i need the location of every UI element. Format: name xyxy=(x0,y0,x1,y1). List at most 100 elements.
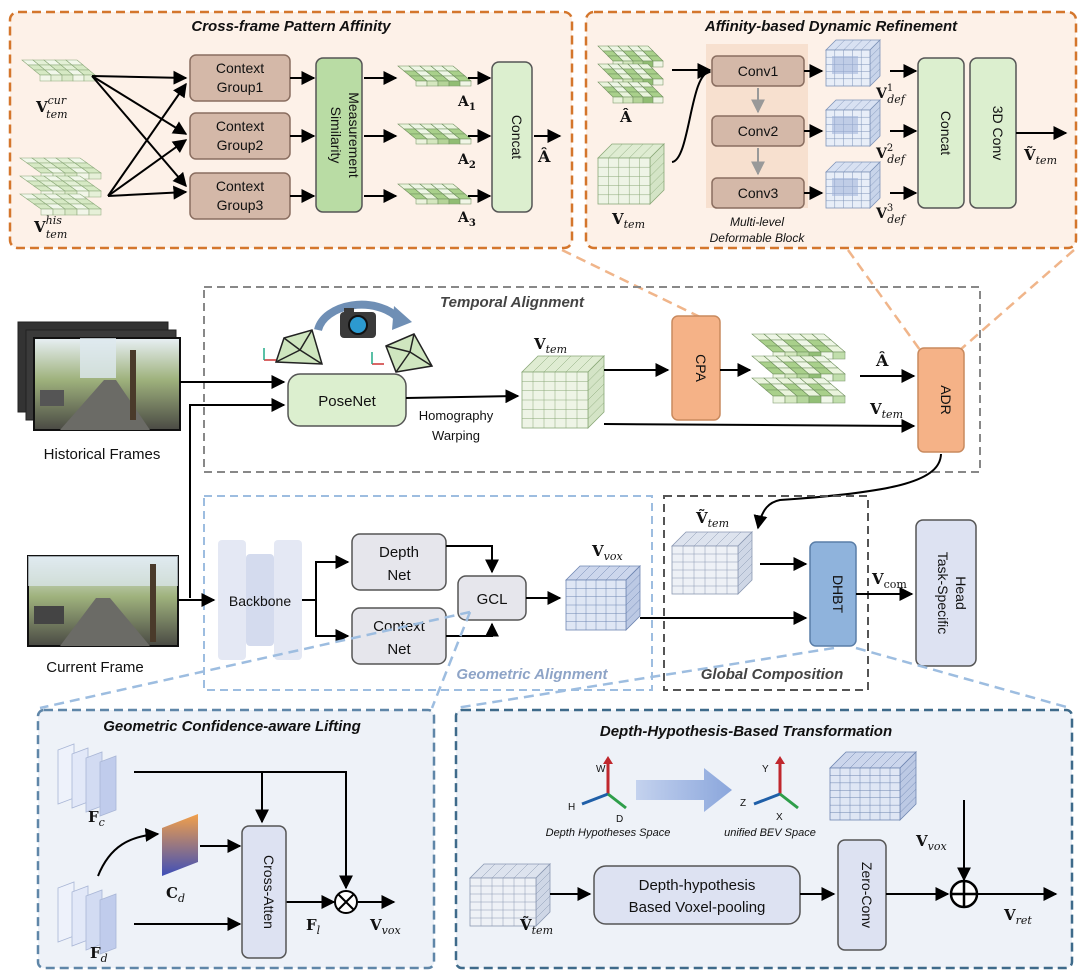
svg-text:DHBT: DHBT xyxy=(830,575,846,614)
homography-line1: Homography xyxy=(419,408,494,423)
axis-h-label: H xyxy=(568,802,575,813)
block-label-line1: Multi-level xyxy=(730,215,784,229)
historical-frames-images xyxy=(17,321,181,431)
v-cur-grid xyxy=(21,59,96,82)
ga-v-vox-cube xyxy=(565,565,641,631)
transform-arrow-icon xyxy=(636,768,732,812)
dhbt-v-tilde-label: Ṽtem xyxy=(519,915,553,937)
adr-concat-box: Concat xyxy=(917,57,965,209)
svg-text:Measurement: Measurement xyxy=(346,92,362,178)
temporal-alignment-title: Temporal Alignment xyxy=(440,294,585,311)
blue-zoom-lines xyxy=(39,610,1071,710)
rotation-arrow-head-icon xyxy=(392,306,412,330)
camera-frustum-icons xyxy=(263,329,434,373)
global-composition-title: Global Composition xyxy=(701,666,844,683)
geometric-alignment-section: Geometric Alignment Current Frame Backbo… xyxy=(27,495,653,691)
add-icon xyxy=(949,879,979,909)
svg-text:ADR: ADR xyxy=(938,385,954,415)
conv3d-box: 3D Conv xyxy=(969,57,1017,209)
affinity-to-concat-arrows xyxy=(468,71,492,203)
svg-text:Group1: Group1 xyxy=(217,79,264,95)
svg-text:Backbone: Backbone xyxy=(229,593,291,609)
gc-v-tilde-label: Ṽtem xyxy=(695,508,729,530)
adr-panel: Affinity-based Dynamic Refinement Â Vtem… xyxy=(584,10,1078,250)
geometric-alignment-title: Geometric Alignment xyxy=(456,666,608,683)
adr-box: ADR xyxy=(917,347,965,453)
context-group-3: Context Group3 xyxy=(189,172,291,220)
svg-text:Net: Net xyxy=(387,641,411,658)
posenet-box: PoseNet xyxy=(287,373,407,427)
context-net-box: Context Net xyxy=(351,607,447,665)
vtem-to-adr-arrow xyxy=(603,418,916,433)
svg-text:Similarity: Similarity xyxy=(328,107,344,164)
svg-text:Context: Context xyxy=(216,60,264,76)
dhbt-v-vox-label: Vvox xyxy=(915,832,947,853)
global-composition-section: Global Composition Ṽtem DHBT xyxy=(640,495,869,691)
axis-y-label: Y xyxy=(762,764,769,775)
svg-text:Based Voxel-pooling: Based Voxel-pooling xyxy=(629,899,766,916)
posenet-to-vtem-arrow xyxy=(405,389,520,404)
svg-text:Context: Context xyxy=(216,118,264,134)
dhbt-v-vox-cube xyxy=(829,751,917,821)
similarity-measurement-box: Similarity Measurement xyxy=(315,57,363,213)
ta-v-tem-cube xyxy=(521,355,605,429)
svg-text:Head: Head xyxy=(953,576,969,609)
adr-a-hat-label: Â xyxy=(619,108,632,126)
gcl-internal-arrows xyxy=(97,771,396,931)
svg-text:Concat: Concat xyxy=(509,115,525,159)
f-c-feature-stack xyxy=(57,743,117,817)
svg-text:3D Conv: 3D Conv xyxy=(990,106,1006,160)
bev-space-label: unified BEV Space xyxy=(724,827,816,839)
task-specific-head-box: Task-Specific Head xyxy=(915,519,977,667)
cpa-a-hat-label: Â xyxy=(537,146,551,166)
svg-text:Concat: Concat xyxy=(938,111,954,155)
adr-v-tilde-label: Ṽtem xyxy=(1023,145,1057,167)
current-frame-label: Current Frame xyxy=(46,659,144,676)
svg-text:CPA: CPA xyxy=(693,354,709,382)
conv1-box: Conv1 xyxy=(711,55,805,87)
frames-to-posenet-arrows xyxy=(180,375,286,598)
ta-v-tem-label: Vtem xyxy=(533,335,567,356)
svg-text:GCL: GCL xyxy=(477,591,508,608)
gc-v-tilde-cube xyxy=(671,531,753,595)
cpa-cross-arrows xyxy=(91,70,188,200)
svg-text:Group2: Group2 xyxy=(217,137,264,153)
f-l-label: Fl xyxy=(306,916,321,937)
axis-d-label: D xyxy=(616,814,623,825)
dhbt-box: DHBT xyxy=(809,541,857,647)
axis-w-label: W xyxy=(596,764,606,775)
v-def-cubes xyxy=(825,39,881,209)
block-label-line2: Deformable Block xyxy=(710,231,806,245)
camera-icon xyxy=(340,308,376,338)
voxel-pooling-box: Depth-hypothesis Based Voxel-pooling xyxy=(593,865,801,925)
depth-net-box: Depth Net xyxy=(351,533,447,591)
gcl-panel: Geometric Confidence-aware Lifting Fc Fd… xyxy=(36,708,436,970)
axis-z-label: Z xyxy=(740,798,746,809)
depth-space-label: Depth Hypotheses Space xyxy=(546,827,671,839)
dhbt-v-tilde-cube xyxy=(469,863,551,927)
v-ret-label: Vret xyxy=(1003,906,1032,927)
conv3-box: Conv3 xyxy=(711,177,805,209)
cpa-panel-title: Cross-frame Pattern Affinity xyxy=(191,18,391,35)
a2-label: A2 xyxy=(457,152,476,171)
gcl-v-vox-label: Vvox xyxy=(369,916,401,937)
svg-text:Conv1: Conv1 xyxy=(738,63,779,79)
c-d-label: Cd xyxy=(166,884,185,905)
svg-text:PoseNet: PoseNet xyxy=(318,393,376,410)
svg-text:Conv2: Conv2 xyxy=(738,123,779,139)
backbone-block: Backbone xyxy=(218,540,302,660)
adr-v-tem-label: Vtem xyxy=(611,210,645,231)
cpa-box: CPA xyxy=(671,315,721,421)
group-to-similarity-arrows xyxy=(290,71,316,203)
adr-a-hat-grid xyxy=(597,45,664,104)
adr-v-tem-cube xyxy=(597,143,665,205)
f-d-label: Fd xyxy=(90,944,108,965)
svg-text:Zero-Conv: Zero-Conv xyxy=(859,862,875,928)
f-d-feature-stack xyxy=(57,881,117,955)
